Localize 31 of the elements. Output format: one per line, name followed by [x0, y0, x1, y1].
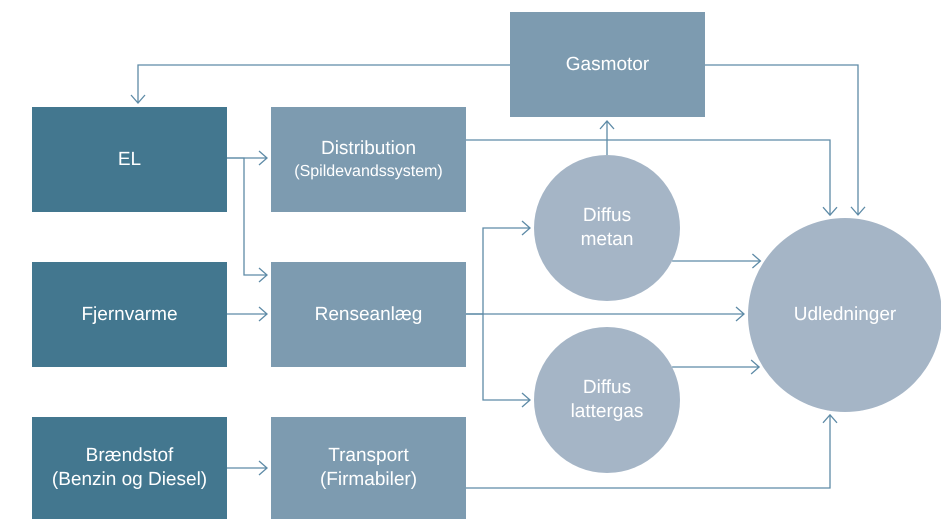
node-label: Diffus metan [580, 204, 634, 252]
node-label: Distribution [320, 136, 416, 160]
process-box [271, 262, 466, 367]
arrow [599, 120, 615, 155]
arrow [705, 64, 866, 216]
node-sublabel: (Spildevandssystem) [294, 162, 443, 182]
arrow [672, 253, 762, 269]
node-label: Fjernvarme [81, 302, 178, 326]
node-label: Brændstof [86, 444, 174, 468]
process-box [271, 417, 466, 519]
process-box [271, 107, 466, 212]
node-sublabel: (Firmabiler) [320, 468, 418, 492]
arrow [130, 64, 510, 104]
arrow [466, 306, 745, 322]
arrow [466, 414, 838, 489]
node-label: Diffus lattergas [570, 376, 644, 424]
arrow [227, 306, 268, 322]
arrow [466, 139, 838, 216]
process-box [32, 417, 227, 519]
node-label: Gasmotor [566, 52, 650, 76]
arrow [227, 157, 268, 283]
process-box [32, 262, 227, 367]
process-box [32, 107, 227, 212]
node-label: Renseanlæg [314, 302, 422, 326]
node-label: Udledninger [794, 303, 896, 327]
node-label: Transport [328, 444, 409, 468]
arrow [672, 359, 760, 375]
node-label: EL [118, 148, 142, 172]
node-sublabel: (Benzin og Diesel) [52, 468, 208, 492]
process-box [510, 12, 705, 117]
arrow [227, 460, 268, 476]
